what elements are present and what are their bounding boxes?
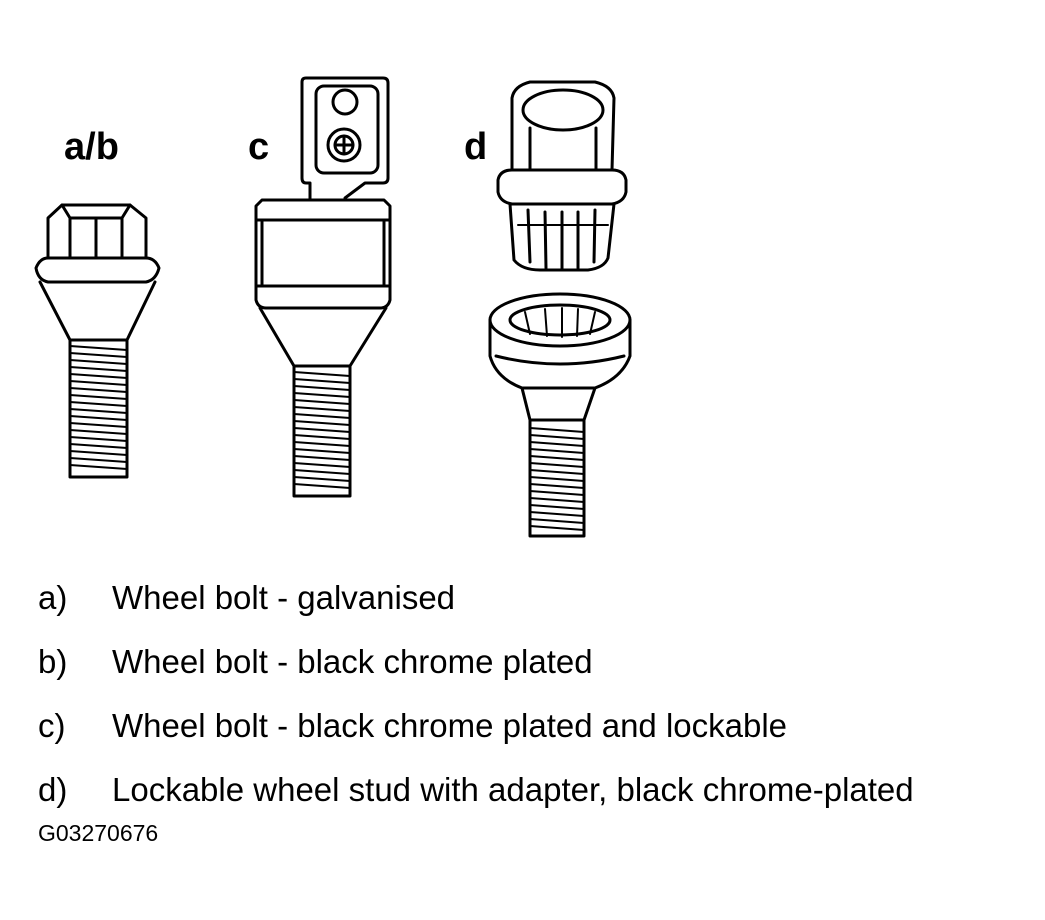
- thread-line: [293, 434, 351, 440]
- legend-text: Wheel bolt - black chrome plated and loc…: [112, 707, 788, 744]
- thread-line: [69, 352, 128, 358]
- threads-ab: [69, 345, 128, 470]
- label-c: c: [248, 126, 270, 168]
- thread-line: [293, 406, 351, 412]
- thread-line: [69, 394, 128, 400]
- thread-line: [529, 455, 585, 461]
- thread-line: [529, 448, 585, 454]
- legend-item-c: c) Wheel bolt - black chrome plated and …: [38, 694, 914, 758]
- thread-line: [529, 518, 585, 524]
- threads-c: [293, 371, 351, 489]
- legend-item-b: b) Wheel bolt - black chrome plated: [38, 630, 914, 694]
- legend-text: Wheel bolt - black chrome plated: [112, 643, 593, 680]
- threads-d: [529, 427, 585, 531]
- thread-line: [293, 371, 351, 377]
- adapter-d: [496, 80, 628, 272]
- thread-line: [69, 345, 128, 351]
- thread-line: [293, 427, 351, 433]
- thread-line: [293, 420, 351, 426]
- thread-line: [293, 448, 351, 454]
- figure-code: G03270676: [38, 820, 159, 846]
- thread-line: [293, 413, 351, 419]
- wheel-bolt-illustrations: [34, 76, 632, 538]
- thread-line: [293, 469, 351, 475]
- thread-line: [293, 378, 351, 384]
- bolt-ab: [34, 203, 161, 479]
- thread-line: [529, 434, 585, 440]
- thread-line: [529, 504, 585, 510]
- thread-line: [293, 441, 351, 447]
- thread-line: [529, 462, 585, 468]
- thread-line: [293, 399, 351, 405]
- thread-line: [69, 450, 128, 456]
- thread-line: [69, 457, 128, 463]
- thread-line: [529, 490, 585, 496]
- bolt-c: [254, 76, 392, 498]
- thread-line: [529, 476, 585, 482]
- label-d: d: [464, 126, 488, 168]
- thread-line: [69, 373, 128, 379]
- label-ab: a/b: [64, 126, 119, 168]
- legend-key: c): [38, 707, 66, 744]
- thread-line: [69, 408, 128, 414]
- lock-stud-d: [488, 292, 632, 538]
- thread-line: [293, 455, 351, 461]
- thread-line: [293, 385, 351, 391]
- thread-line: [69, 366, 128, 372]
- thread-line: [69, 415, 128, 421]
- thread-line: [529, 511, 585, 517]
- thread-line: [529, 525, 585, 531]
- thread-line: [293, 483, 351, 489]
- thread-line: [69, 436, 128, 442]
- legend-key: b): [38, 643, 68, 680]
- thread-line: [69, 401, 128, 407]
- thread-line: [69, 429, 128, 435]
- thread-line: [529, 497, 585, 503]
- legend-item-a: a) Wheel bolt - galvanised: [38, 566, 914, 630]
- thread-line: [69, 422, 128, 428]
- thread-line: [69, 359, 128, 365]
- thread-line: [293, 462, 351, 468]
- thread-line: [69, 380, 128, 386]
- thread-line: [529, 427, 585, 433]
- thread-line: [529, 469, 585, 475]
- legend-key: a): [38, 579, 68, 616]
- thread-line: [293, 476, 351, 482]
- thread-line: [69, 387, 128, 393]
- thread-line: [293, 392, 351, 398]
- thread-line: [529, 441, 585, 447]
- legend-item-d: d) Lockable wheel stud with adapter, bla…: [38, 758, 914, 822]
- thread-line: [69, 464, 128, 470]
- legend-text: Wheel bolt - galvanised: [112, 579, 456, 616]
- legend-text: Lockable wheel stud with adapter, black …: [112, 771, 914, 808]
- thread-line: [69, 443, 128, 449]
- legend-key: d): [38, 771, 68, 808]
- thread-line: [529, 483, 585, 489]
- legend: a) Wheel bolt - galvanised b) Wheel bolt…: [38, 566, 914, 822]
